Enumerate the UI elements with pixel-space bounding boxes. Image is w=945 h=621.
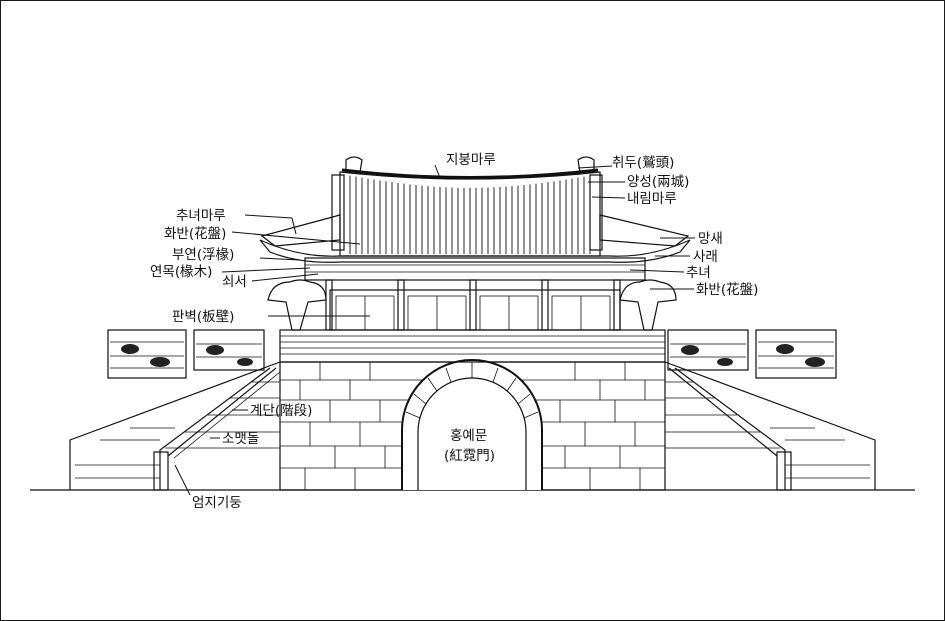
- left-staircase: [69, 361, 281, 491]
- label-hongyemun-hanja: (紅霓門): [444, 448, 495, 464]
- label-hongyemun: 홍예문: [450, 428, 487, 444]
- right-staircase: [664, 361, 876, 491]
- label-yangseong: 양성(兩城): [627, 174, 689, 190]
- label-chwidu: 취두(鷲頭): [612, 155, 674, 171]
- label-soeseo: 쇠서: [222, 274, 247, 290]
- label-yeonmok: 연목(椽木): [150, 264, 212, 280]
- chwidu-right: [577, 156, 595, 173]
- newel-post-left: [153, 451, 169, 491]
- label-eomjigidung: 엄지기둥: [192, 495, 242, 511]
- newel-post-right: [776, 451, 792, 491]
- label-panbyeok: 판벽(板壁): [172, 309, 234, 325]
- roof-tiles: [349, 175, 591, 254]
- bracket-band: [304, 257, 646, 281]
- label-hwaban-right: 화반(花盤): [696, 282, 758, 298]
- leader-lines: [174, 164, 695, 496]
- label-naerim-maru: 내림마루: [627, 191, 677, 207]
- label-buyeon: 부연(浮椽): [172, 247, 234, 263]
- label-sarae: 사래: [693, 249, 718, 265]
- label-somaetdol: 소맷돌: [222, 431, 259, 447]
- label-jibung-maru: 지붕마루: [446, 152, 496, 168]
- left-parapet-wall: [107, 329, 265, 379]
- arch-gate: [401, 359, 543, 490]
- label-chunyeo-maru: 추녀마루: [176, 208, 226, 224]
- label-mangsae: 망새: [698, 231, 723, 247]
- roof: [259, 156, 691, 263]
- right-parapet-wall: [667, 329, 837, 379]
- chwidu-left: [345, 156, 363, 173]
- label-gyedan: 계단(階段): [250, 403, 312, 419]
- right-ornament: [619, 279, 677, 331]
- pavilion-platform: [279, 329, 666, 363]
- pavilion-body: [325, 279, 621, 331]
- label-hwaban-left: 화반(花盤): [164, 226, 226, 242]
- left-ornament: [267, 279, 327, 331]
- label-chunyeo: 추녀: [686, 265, 711, 281]
